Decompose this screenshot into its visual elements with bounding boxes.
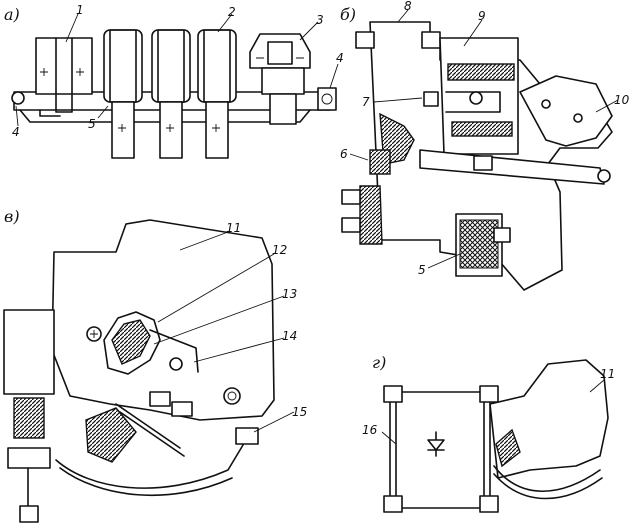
label-9: 9 xyxy=(478,9,486,23)
mechanism-12-13 xyxy=(103,311,199,375)
label-11-g: 11 xyxy=(600,367,615,381)
panel-label-g: г) xyxy=(372,353,386,372)
label-10: 10 xyxy=(614,93,630,107)
panel-g-drawing xyxy=(381,359,609,513)
panel-label-a: а) xyxy=(4,5,20,24)
label-1: 1 xyxy=(76,3,84,17)
wire-15 xyxy=(55,439,247,489)
part-6 xyxy=(369,149,391,175)
left-housing xyxy=(3,309,55,395)
label-3: 3 xyxy=(316,13,324,27)
label-2: 2 xyxy=(228,5,236,19)
label-14: 14 xyxy=(282,329,297,343)
part-5-b xyxy=(455,213,511,277)
panel-label-v: в) xyxy=(4,207,20,226)
end-4-right xyxy=(317,87,337,111)
component-3 xyxy=(249,33,311,125)
cover-11-g xyxy=(489,359,609,479)
label-8: 8 xyxy=(404,0,412,13)
panel-b-drawing xyxy=(341,9,619,291)
label-4-left: 4 xyxy=(12,125,20,139)
label-16: 16 xyxy=(362,423,378,437)
end-4-left xyxy=(11,91,25,105)
panel-a-drawing xyxy=(11,13,339,159)
label-5-a: 5 xyxy=(88,117,96,131)
label-5-b: 5 xyxy=(418,263,426,277)
panel-label-b: б) xyxy=(340,5,356,24)
component-1 xyxy=(35,37,93,95)
label-6: 6 xyxy=(340,147,348,161)
label-11-v: 11 xyxy=(226,221,241,235)
label-7: 7 xyxy=(362,95,370,109)
arm-10 xyxy=(519,75,613,147)
part-7 xyxy=(423,91,439,107)
diode-symbol xyxy=(427,431,445,457)
panel-v-drawing xyxy=(3,219,295,523)
label-4-right: 4 xyxy=(336,51,344,65)
block-2a xyxy=(103,29,143,159)
plate-11 xyxy=(51,219,275,421)
label-12: 12 xyxy=(272,243,287,257)
label-15: 15 xyxy=(292,405,307,419)
contacts-14 xyxy=(85,387,241,463)
insulator-9 xyxy=(439,37,519,155)
label-13: 13 xyxy=(282,287,297,301)
block-2c xyxy=(197,29,237,159)
block-2b xyxy=(151,29,191,159)
